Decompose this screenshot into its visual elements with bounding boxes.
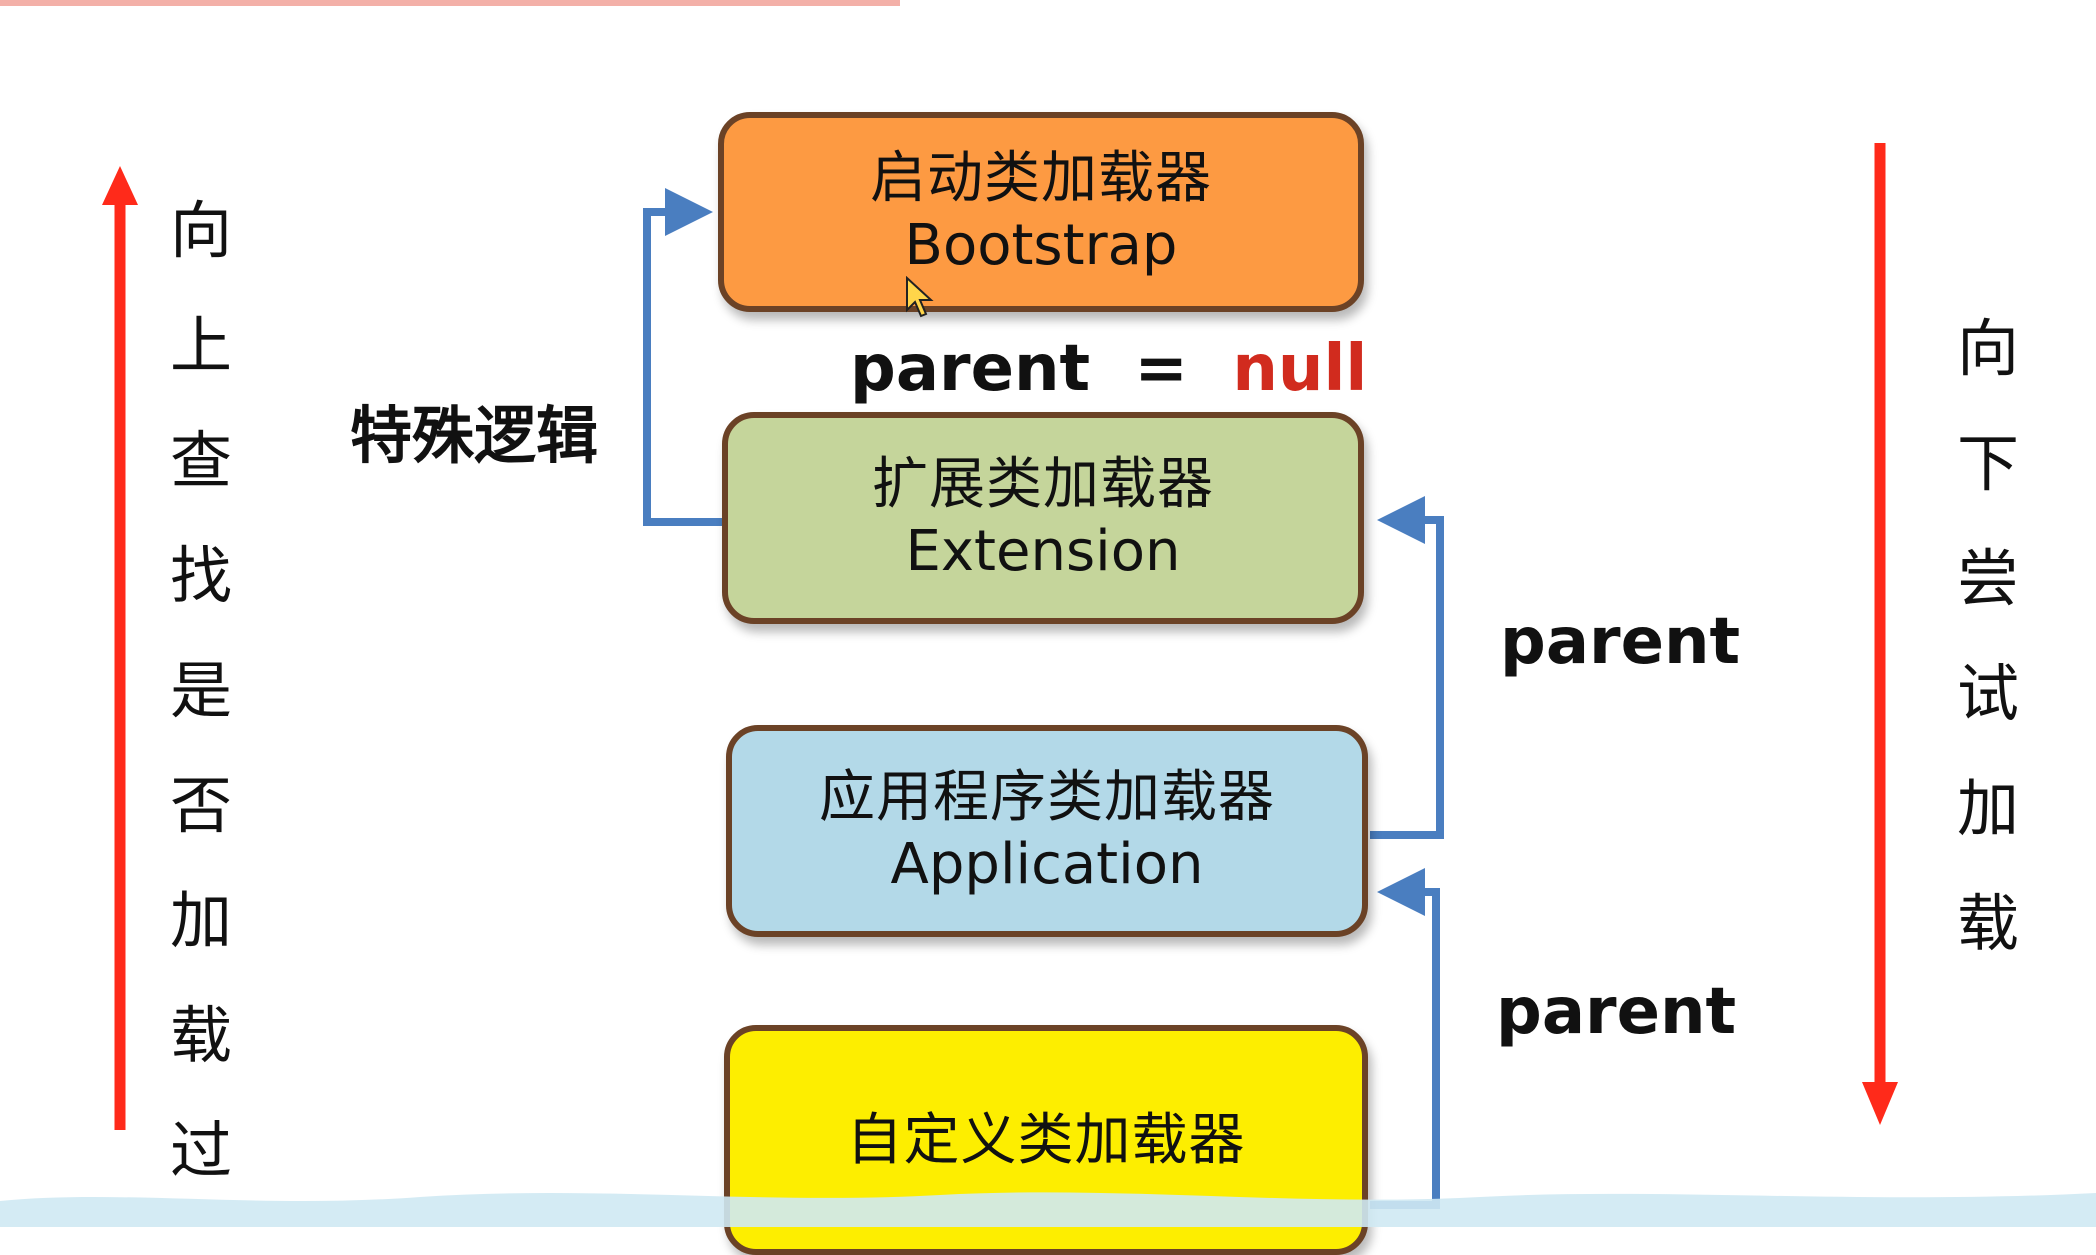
left-char: 找 — [170, 539, 233, 612]
parent-null-value: null — [1232, 332, 1368, 406]
right-down-arrow — [1862, 143, 1898, 1125]
parent-null-equals: = — [1134, 332, 1189, 406]
connector-extension-to-bootstrap — [643, 188, 725, 526]
bootstrap-loader-box: 启动类加载器 Bootstrap — [718, 112, 1364, 312]
right-char: 下 — [1957, 427, 2020, 500]
extension-loader-box: 扩展类加载器 Extension — [722, 412, 1364, 624]
left-char: 查 — [170, 424, 233, 497]
parent-null-label: parent = null — [850, 332, 1367, 406]
parent-null-word: parent — [850, 332, 1091, 406]
left-char: 否 — [170, 769, 233, 842]
application-cn-label: 应用程序类加载器 — [819, 764, 1275, 830]
right-char: 加 — [1957, 772, 2020, 845]
left-char: 加 — [170, 884, 233, 957]
left-char: 向 — [170, 194, 233, 267]
special-logic-label: 特殊逻辑 — [350, 399, 599, 472]
bootstrap-cn-label: 启动类加载器 — [870, 145, 1212, 211]
left-up-arrow — [102, 166, 138, 1130]
left-char: 是 — [170, 654, 233, 727]
right-char: 试 — [1957, 657, 2020, 730]
left-char: 过 — [170, 1114, 233, 1187]
extension-en-label: Extension — [905, 519, 1181, 584]
left-vertical-text: 向 上 查 找 是 否 加 载 过 — [170, 200, 232, 1182]
bootstrap-en-label: Bootstrap — [904, 213, 1178, 278]
left-char: 载 — [170, 999, 233, 1072]
mouse-cursor-icon — [906, 276, 934, 318]
right-char: 向 — [1957, 312, 2020, 385]
connector-custom-to-application — [1370, 868, 1440, 1209]
right-char: 尝 — [1957, 542, 2020, 615]
application-loader-box: 应用程序类加载器 Application — [726, 725, 1368, 937]
connector-application-to-extension — [1370, 496, 1444, 839]
parent-label-upper: parent — [1500, 605, 1741, 679]
cutoff-heading-fragment — [0, 0, 900, 6]
application-en-label: Application — [890, 832, 1204, 897]
right-char: 载 — [1957, 887, 2020, 960]
extension-cn-label: 扩展类加载器 — [872, 451, 1214, 517]
right-vertical-text: 向 下 尝 试 加 载 — [1957, 318, 2019, 955]
bottom-wave-decoration — [0, 1192, 2096, 1227]
custom-cn-label: 自定义类加载器 — [846, 1108, 1246, 1173]
parent-label-lower: parent — [1496, 975, 1737, 1049]
left-char: 上 — [170, 309, 233, 382]
